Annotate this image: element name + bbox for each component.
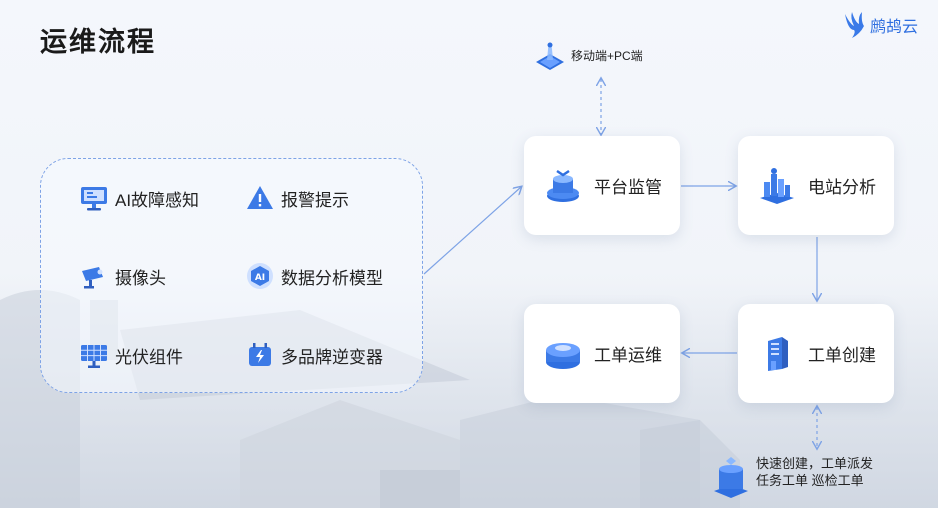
- mobile-label: 移动端+PC端: [571, 48, 643, 63]
- item-label: AI故障感知: [115, 190, 200, 210]
- node-work-order-ops: 工单运维: [524, 304, 680, 403]
- input-sources-panel: AI故障感知 报警提示 摄像头 AI 数据分析模型: [40, 158, 423, 393]
- water-tower-icon: [714, 457, 748, 498]
- item-data-model: AI 数据分析模型: [245, 261, 383, 291]
- note-line-1: 快速创建，工单派发: [756, 456, 874, 471]
- item-pv: 光伏组件: [79, 340, 183, 370]
- inverter-icon: [249, 343, 271, 366]
- ai-chip-icon: AI: [247, 263, 273, 289]
- brand-logo: 鹧鸪云: [842, 10, 918, 40]
- node-label: 工单运维: [594, 346, 662, 365]
- solar-panel-icon: [81, 345, 107, 368]
- item-ai-fault: AI故障感知: [79, 183, 199, 213]
- item-label: 摄像头: [115, 268, 166, 288]
- monitor-icon: [81, 187, 107, 211]
- dispatch-note: 快速创建，工单派发 任务工单 巡检工单: [712, 455, 873, 499]
- bird-logo-icon: [845, 12, 864, 38]
- svg-text:AI: AI: [255, 273, 265, 283]
- item-label: 多品牌逆变器: [281, 347, 383, 367]
- item-label: 报警提示: [281, 190, 349, 210]
- platform-icon: [547, 169, 579, 202]
- warning-icon: [247, 186, 273, 209]
- brand-name: 鹧鸪云: [870, 19, 919, 36]
- item-label: 数据分析模型: [281, 268, 383, 288]
- camera-icon: [82, 267, 103, 289]
- item-inverter: 多品牌逆变器: [245, 340, 383, 370]
- mobile-pc-node: 移动端+PC端: [533, 38, 643, 72]
- node-label: 电站分析: [808, 178, 876, 197]
- note-line-2: 任务工单 巡检工单: [756, 473, 864, 488]
- item-label: 光伏组件: [115, 347, 183, 367]
- database-icon: [546, 342, 580, 369]
- city-analysis-icon: [760, 167, 794, 204]
- node-work-order-create: 工单创建: [738, 304, 894, 403]
- page-title: 运维流程: [40, 27, 156, 57]
- node-label: 工单创建: [808, 346, 876, 365]
- node-station: 电站分析: [738, 136, 894, 235]
- beacon-icon: [536, 42, 564, 70]
- building-icon: [768, 336, 788, 371]
- item-alarm: 报警提示: [245, 183, 349, 213]
- node-platform: 平台监管: [524, 136, 680, 235]
- node-label: 平台监管: [594, 178, 662, 197]
- item-camera: 摄像头: [79, 261, 166, 291]
